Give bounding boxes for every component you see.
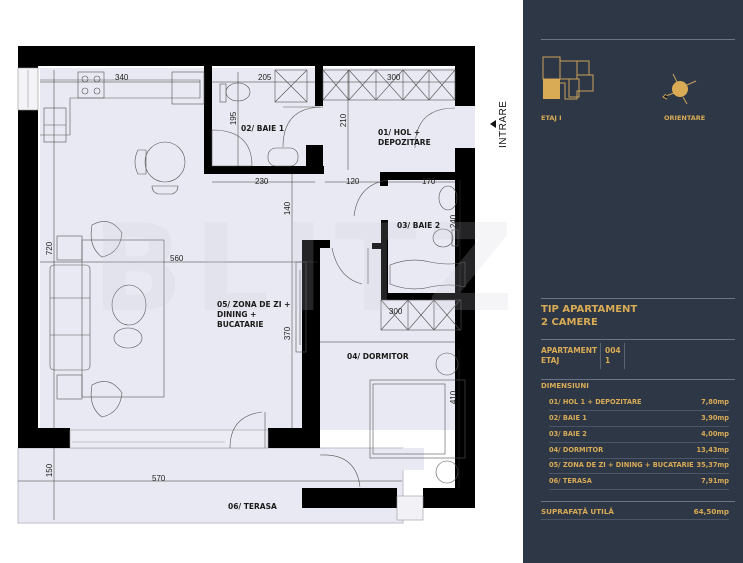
floor-plan: BLITZ 01/ HOL + DEPOZITARE 02/ BAIE 1 03…	[17, 46, 524, 524]
total-area-label: SUPRAFAȚĂ UTILĂ	[541, 506, 614, 516]
room-label-hall: 01/ HOL + DEPOZITARE	[378, 128, 431, 147]
dim-bath1-depth: 195	[229, 111, 239, 126]
dimensions-header: DIMENSIUNI	[541, 382, 589, 390]
dim-bath2-width: 170	[422, 177, 436, 186]
total-area-row: SUPRAFAȚĂ UTILĂ 64,50mp	[541, 503, 729, 520]
dim-terrace-depth: 150	[45, 463, 55, 478]
room-area-row: 05/ ZONA DE ZI + DINING + BUCATARIE 35,3…	[549, 457, 729, 474]
compass-icon	[662, 73, 697, 105]
room-name: 01/ HOL 1 + DEPOZITARE	[549, 398, 642, 406]
room-area-row: 04/ DORMITOR 13,43mp	[549, 442, 729, 459]
floor-plan-drawing	[17, 46, 475, 524]
divider	[541, 339, 735, 340]
room-area: 3,90mp	[701, 414, 729, 422]
apartment-type-line1: TIP APARTAMENT	[541, 304, 638, 315]
room-area: 7,91mp	[701, 477, 729, 485]
dim-bedroom-depth: 410	[449, 390, 459, 405]
room-name: 04/ DORMITOR	[549, 446, 604, 454]
orientation-label: ORIENTARE	[664, 114, 706, 122]
dim-living-corridor: 140	[283, 201, 293, 216]
room-label-bedroom: 04/ DORMITOR	[347, 352, 409, 361]
apartment-type-line2: 2 CAMERE	[541, 317, 598, 328]
watermark: BLITZ	[92, 200, 524, 339]
dim-bath2-depth: 240	[449, 214, 459, 229]
room-label-bath1: 02/ BAIE 1	[241, 124, 285, 133]
divider	[541, 39, 735, 40]
room-name: 05/ ZONA DE ZI + DINING + BUCATARIE	[549, 461, 694, 469]
dim-bath1-width: 205	[258, 73, 272, 82]
apartment-label: APARTAMENT	[541, 346, 598, 355]
floor-label: ETAJ	[541, 356, 560, 365]
total-area-value: 64,50mp	[693, 506, 729, 516]
room-name: 06/ TERASA	[549, 477, 592, 485]
divider	[541, 298, 735, 299]
divider	[541, 379, 735, 380]
room-label-terrace: 06/ TERASA	[228, 502, 277, 511]
room-area: 13,43mp	[696, 446, 729, 454]
dim-living-width: 560	[170, 254, 184, 263]
dim-living-lower: 370	[283, 326, 293, 341]
room-name: 03/ BAIE 2	[549, 430, 587, 438]
dim-hall-width: 300	[387, 73, 401, 82]
divider	[541, 501, 735, 502]
room-area: 7,80mp	[701, 398, 729, 406]
room-name: 02/ BAIE 1	[549, 414, 587, 422]
dim-bedroom-wardrobe: 300	[389, 307, 403, 316]
room-area-row: 03/ BAIE 2 4,00mp	[549, 426, 729, 443]
dim-hall-depth: 210	[339, 113, 349, 128]
room-area: 35,37mp	[696, 461, 729, 469]
room-area-row: 06/ TERASA 7,91mp	[549, 473, 729, 490]
info-panel: ETAJ I ORIENTARE TIP APARTAMENT 2 CAMERE…	[523, 0, 743, 563]
room-label-bath2: 03/ BAIE 2	[397, 221, 441, 230]
entrance-label: INTRARE	[498, 100, 509, 148]
room-area: 4,00mp	[701, 430, 729, 438]
divider	[600, 343, 601, 369]
room-area-row: 02/ BAIE 1 3,90mp	[549, 410, 729, 427]
apartment-number: 004	[605, 346, 621, 355]
room-area-row: 01/ HOL 1 + DEPOZITARE 7,80mp	[549, 394, 729, 411]
divider	[624, 343, 625, 369]
entrance-arrow-icon	[490, 120, 496, 128]
dim-living-top: 230	[255, 177, 269, 186]
dim-kitchen-width: 340	[115, 73, 129, 82]
dim-corridor: 120	[346, 177, 360, 186]
dim-living-depth: 720	[45, 241, 55, 256]
floor-plan-label: ETAJ I	[541, 114, 562, 122]
dim-terrace-width: 570	[152, 474, 166, 483]
room-label-living: 05/ ZONA DE ZI + DINING + BUCATARIE	[217, 300, 291, 329]
floor-number: 1	[605, 356, 611, 365]
floor-thumbnail-icon	[542, 56, 594, 100]
